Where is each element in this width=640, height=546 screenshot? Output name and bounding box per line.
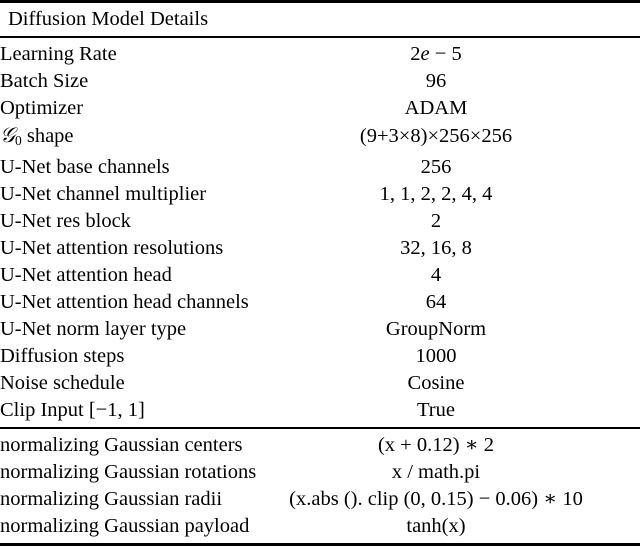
row-value: 1, 1, 2, 2, 4, 4 [379,182,493,205]
row-key: Clip Input [−1, 1] [0,398,145,421]
table-header-row: Diffusion Model Details [0,3,640,37]
row-value: tanh(x) [406,514,466,537]
table-row: U-Net channel multiplier 1, 1, 2, 2, 4, … [0,181,640,208]
row-value: 96 [425,70,447,92]
row-value: Cosine [407,371,465,394]
table-row: Optimizer ADAM [0,95,640,122]
table-row: U-Net res block 2 [0,208,640,235]
row-value: GroupNorm [385,317,487,340]
table-row: normalizing Gaussian payload tanh(x) [0,513,640,545]
row-key: Learning Rate [0,43,117,65]
row-key: normalizing Gaussian centers [0,433,243,456]
row-value: x / math.pi [391,460,481,483]
row-value: (x + 0.12) ∗ 2 [377,433,495,456]
row-key: Optimizer [0,97,84,119]
table-row: 𝒢0 shape (9+3×8)×256×256 [0,122,640,154]
row-value: 32, 16, 8 [400,236,472,259]
row-key: U-Net channel multiplier [0,182,207,205]
row-value: (9+3×8)×256×256 [359,125,513,147]
table-header-title: Diffusion Model Details [8,8,209,30]
row-value: 256 [420,155,452,178]
row-key: U-Net res block [0,209,131,232]
table-row: Batch Size 96 [0,68,640,95]
table-row: U-Net attention head 4 [0,262,640,289]
row-value: (x.abs (). clip (0, 0.15) − 0.06) ∗ 10 [289,487,583,510]
table-row: Learning Rate 2e − 5 [0,38,640,68]
row-key: U-Net norm layer type [0,317,187,340]
table-top-rule [0,0,640,4]
row-value: 1000 [415,344,457,367]
row-key: U-Net attention head [0,263,172,286]
row-key: U-Net attention resolutions [0,236,224,259]
table-row: normalizing Gaussian radii (x.abs (). cl… [0,486,640,513]
row-value: 2 [430,209,442,232]
row-key: normalizing Gaussian rotations [0,460,257,483]
table-row: U-Net norm layer type GroupNorm [0,316,640,343]
row-key: U-Net attention head channels [0,290,249,313]
row-value: 64 [425,290,447,313]
row-key: normalizing Gaussian payload [0,514,250,537]
row-key: Noise schedule [0,371,125,394]
table-row: Noise schedule Cosine [0,370,640,397]
row-value: 2e − 5 [410,43,462,65]
table-row: Diffusion steps 1000 [0,343,640,370]
table-row: U-Net attention resolutions 32, 16, 8 [0,235,640,262]
row-value: ADAM [404,97,468,119]
row-key: normalizing Gaussian radii [0,487,223,510]
row-value: 4 [430,263,442,286]
row-key: Diffusion steps [0,344,125,367]
table-row: Clip Input [−1, 1] True [0,397,640,428]
table-row: normalizing Gaussian centers (x + 0.12) … [0,429,640,459]
row-value: True [417,398,455,421]
row-key: Batch Size [0,70,89,92]
row-key: U-Net base channels [0,155,170,178]
table-row: U-Net base channels 256 [0,154,640,181]
row-key: 𝒢0 shape [0,123,74,148]
table-row: U-Net attention head channels 64 [0,289,640,316]
table-row: normalizing Gaussian rotations x / math.… [0,459,640,486]
